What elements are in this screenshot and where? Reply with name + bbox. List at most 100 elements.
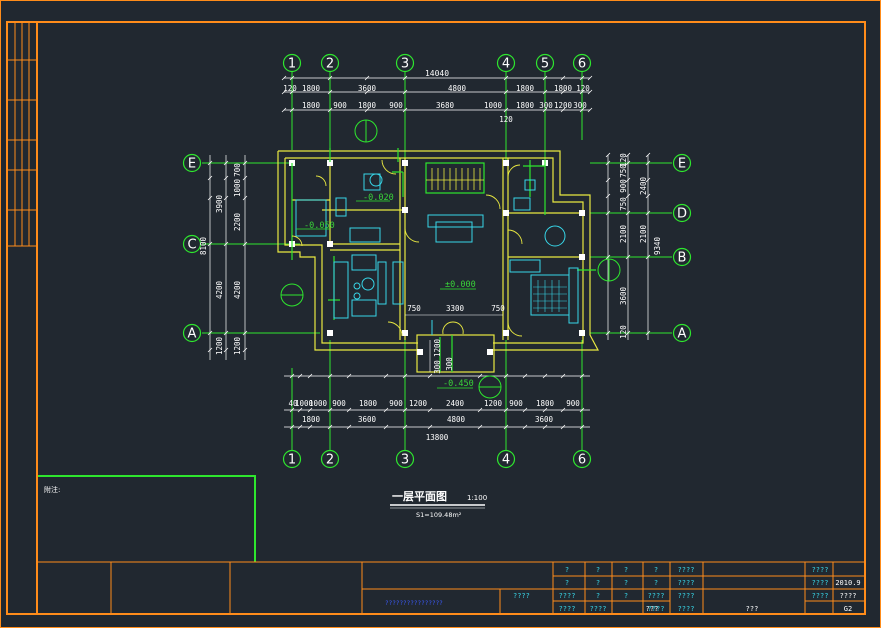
dim-porch: 1200 <box>433 338 442 357</box>
dim-interior: 750 <box>407 304 421 313</box>
column <box>503 330 509 336</box>
dim-porch: 300 <box>445 357 454 371</box>
dim-bottom-r1: 40 <box>288 399 298 408</box>
dim-left-inner: 2200 <box>233 212 242 231</box>
axis-top-5: 5 <box>535 53 555 73</box>
axis-top-3-label: 3 <box>401 57 409 72</box>
column <box>503 160 509 166</box>
dim-right-total: 9340 <box>653 236 662 255</box>
axis-bottom-6-label: 6 <box>578 453 586 468</box>
tb-cell: ? <box>654 566 658 574</box>
column <box>579 330 585 336</box>
level-kitchen: -0.050 <box>304 221 335 231</box>
dim-top-r2: 1200 <box>554 101 573 110</box>
dim-top-r2: 300 <box>539 101 553 110</box>
dim-left-inner: 700 <box>233 163 242 177</box>
furniture <box>295 173 579 335</box>
dim-top-r1: 1800 <box>554 84 573 93</box>
dim-bottom-r1: 2400 <box>446 399 465 408</box>
tb-cell: ? <box>596 592 600 600</box>
dim-right-inner: 750 <box>619 197 628 211</box>
dim-top-r2: 900 <box>333 101 347 110</box>
column <box>402 330 408 336</box>
dim-bottom-r2: 3600 <box>358 415 377 424</box>
tb-cell: ???? <box>648 592 665 600</box>
dim-left-inner: 4200 <box>233 280 242 299</box>
axis-bottom-4-label: 4 <box>502 453 510 468</box>
axis-left-A: A <box>182 323 202 343</box>
dim-right-inner: 3600 <box>619 286 628 305</box>
dim-top-total: 14040 <box>425 69 449 78</box>
axis-bottom-3: 3 <box>395 449 415 469</box>
axis-top-6-label: 6 <box>578 57 586 72</box>
plan-title: 一层平面图 <box>392 490 447 503</box>
axis-right-D: D <box>672 203 692 223</box>
column <box>579 210 585 216</box>
level-bath: -0.020 <box>363 193 394 203</box>
tb-cell: ???? <box>678 566 695 574</box>
level-hall: ±0.000 <box>445 280 476 290</box>
column <box>402 160 408 166</box>
axis-right-D-label: D <box>677 207 687 222</box>
section-marks <box>280 119 621 399</box>
column <box>487 349 493 355</box>
notes-label: 附注: <box>44 485 60 494</box>
tb-cell: ???? <box>678 605 695 613</box>
tb-cell: ???? <box>513 592 530 600</box>
dim-bottom-r2: 4800 <box>447 415 466 424</box>
notes-box <box>38 475 256 562</box>
dim-top-r2: 1000 <box>484 101 503 110</box>
dim-bottom-r1: 900 <box>509 399 523 408</box>
column <box>402 207 408 213</box>
tb-cell: ???? <box>559 605 576 613</box>
column <box>503 210 509 216</box>
drawing-frame <box>6 21 866 615</box>
doors <box>291 159 523 337</box>
axis-left-C-label: C <box>187 238 196 253</box>
dim-top-under: 120 <box>499 115 513 124</box>
dim-right-inner: 2100 <box>619 224 628 243</box>
axis-left-E: E <box>182 153 202 173</box>
level-markers: -0.020 -0.050 ±0.000 -0.450 <box>296 193 476 389</box>
dim-right-inner: 900 <box>619 179 628 193</box>
dim-bottom-r1: 1200 <box>484 399 503 408</box>
dim-top-r1: 1800 <box>302 84 321 93</box>
dim-bottom-r1: 900 <box>389 399 403 408</box>
dim-interior: 750 <box>491 304 505 313</box>
interior-dims <box>405 314 503 372</box>
tb-cell: ??? <box>746 605 759 613</box>
dim-top-r1: 120 <box>283 84 297 93</box>
dim-right-inner: 120 <box>619 153 628 167</box>
dim-bottom-r1: 900 <box>566 399 580 408</box>
tb-cell: ? <box>624 592 628 600</box>
tb-cell: ???? <box>812 566 829 574</box>
axis-right-B: B <box>672 247 692 267</box>
dim-right-inner: 750 <box>619 164 628 178</box>
dim-top-r1: 3600 <box>358 84 377 93</box>
bed-grid <box>533 280 567 312</box>
axis-top-5-label: 5 <box>541 57 549 72</box>
level-porch: -0.450 <box>443 379 474 389</box>
dim-left-bottom: 1200 <box>215 336 224 355</box>
axis-bottom-4: 4 <box>496 449 516 469</box>
floor-plan <box>202 72 672 450</box>
binding-strip <box>7 22 37 247</box>
dim-left-outer: 3900 <box>215 194 224 213</box>
dim-bottom-r1: 1200 <box>409 399 428 408</box>
axis-top-1: 1 <box>282 53 302 73</box>
axis-right-B-label: B <box>678 251 687 266</box>
tb-cell: ???? <box>678 592 695 600</box>
axis-right-A-label: A <box>678 327 687 342</box>
axis-bottom-2-label: 2 <box>326 453 334 468</box>
axis-bottom-3-label: 3 <box>401 453 409 468</box>
tb-cell: 2010.9 <box>835 579 860 587</box>
dim-bottom-r2: 1800 <box>302 415 321 424</box>
dim-left-inner: 1000 <box>233 178 242 197</box>
dim-bottom-total: 13800 <box>426 433 449 442</box>
tb-cell: ? <box>565 579 569 587</box>
title-block <box>38 561 865 614</box>
dim-top-r2: 300 <box>573 101 587 110</box>
axis-top-3: 3 <box>395 53 415 73</box>
